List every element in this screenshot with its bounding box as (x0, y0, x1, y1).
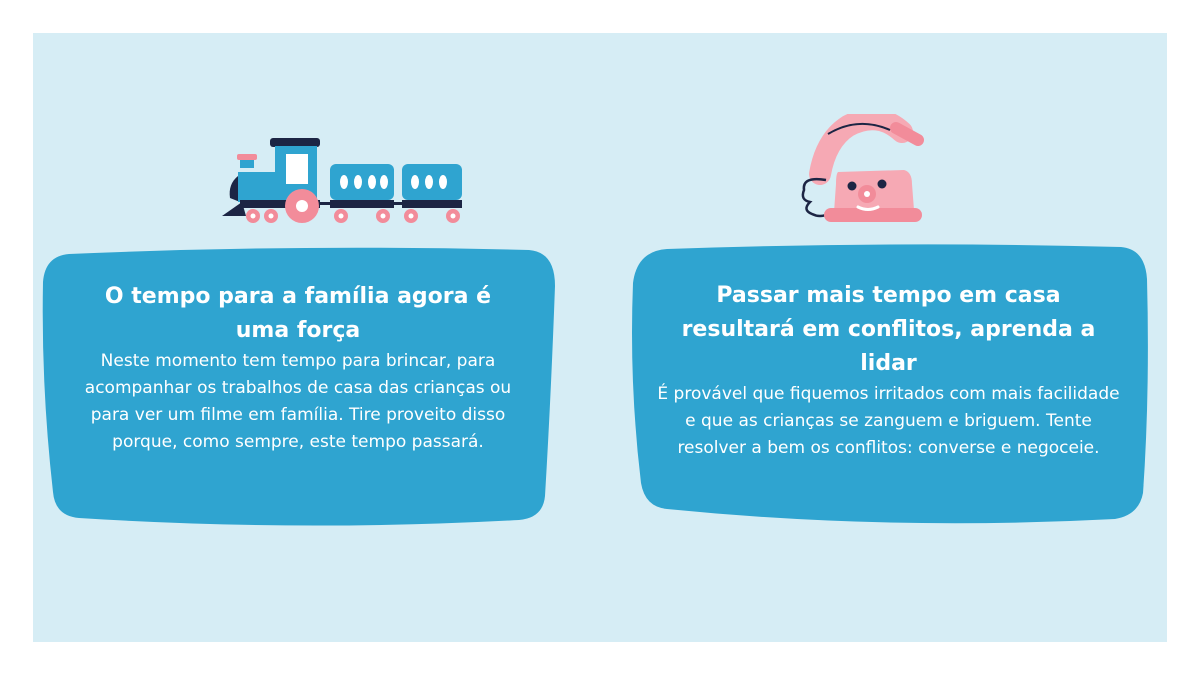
card-background (632, 244, 1148, 524)
info-card-family-time: O tempo para a família agora é uma força… (39, 246, 557, 528)
card-title: O tempo para a família agora é uma força (104, 284, 492, 343)
card-background (42, 247, 555, 526)
telephone-icon (801, 114, 924, 222)
card-title: Passar mais tempo em casa resultará em c… (681, 283, 1096, 376)
card-body: É provável que fiquemos irritados com ma… (657, 384, 1120, 458)
card-body: Neste momento tem tempo para brincar, pa… (84, 351, 512, 452)
info-card-conflicts: Passar mais tempo em casa resultará em c… (627, 243, 1150, 527)
toy-train-icon (222, 138, 462, 223)
